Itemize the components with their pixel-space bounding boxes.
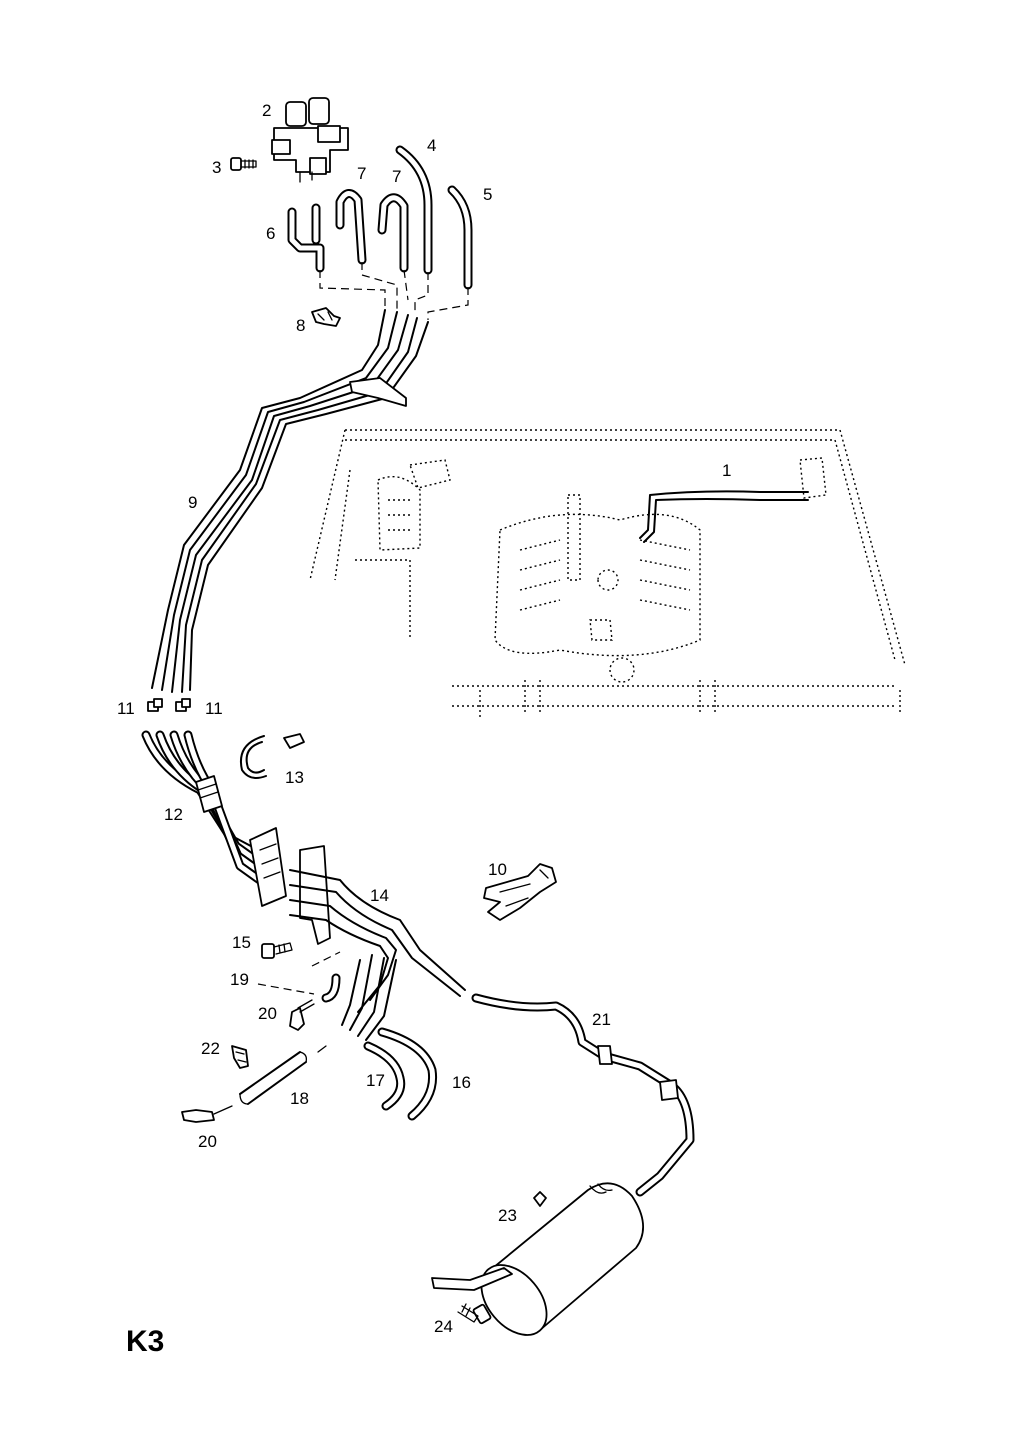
carbon-canister-part-23 xyxy=(431,1182,644,1336)
callout-16: 16 xyxy=(452,1073,471,1092)
fitting-part-20-lower xyxy=(181,1105,233,1123)
clip-part-8 xyxy=(311,307,341,327)
screw-part-3 xyxy=(230,157,257,171)
callout-11-right: 11 xyxy=(205,699,223,718)
callout-18: 18 xyxy=(290,1089,309,1108)
callout-7-right: 7 xyxy=(392,167,402,186)
callout-1: 1 xyxy=(722,461,732,480)
callout-24: 24 xyxy=(434,1317,453,1336)
callout-13: 13 xyxy=(285,768,304,787)
hose-harness-part-12 xyxy=(141,730,287,907)
callout-8: 8 xyxy=(296,316,306,335)
callout-12: 12 xyxy=(164,805,183,824)
elbow-part-19 xyxy=(257,951,341,1003)
bracket-clip-part-10 xyxy=(483,863,557,921)
callout-9: 9 xyxy=(188,493,198,512)
hose-harness-part-9 xyxy=(151,309,429,693)
callout-3: 3 xyxy=(212,158,222,177)
hose-part-1 xyxy=(639,490,809,539)
callout-20-upper: 20 xyxy=(258,1004,277,1023)
bolt-part-24 xyxy=(457,1303,492,1325)
callout-5: 5 xyxy=(483,185,493,204)
connector-part-11-left xyxy=(147,698,163,712)
hose-part-18 xyxy=(239,1045,327,1105)
connector-part-11-right xyxy=(175,698,191,712)
clip-part-22 xyxy=(231,1045,249,1069)
callout-17: 17 xyxy=(366,1071,385,1090)
t-connector-part-6 xyxy=(287,203,325,273)
hose-part-21 xyxy=(471,993,695,1197)
sheet-code: K3 xyxy=(126,1325,165,1358)
bolt-part-15 xyxy=(261,942,293,959)
callout-15: 15 xyxy=(232,933,251,952)
solenoid-valve-assembly xyxy=(271,97,349,183)
callout-4: 4 xyxy=(427,136,437,155)
callout-2: 2 xyxy=(262,101,272,120)
callout-6: 6 xyxy=(266,224,276,243)
callout-21: 21 xyxy=(592,1010,611,1029)
callout-22: 22 xyxy=(201,1039,220,1058)
callout-10: 10 xyxy=(488,860,507,879)
callout-19: 19 xyxy=(230,970,249,989)
callout-23: 23 xyxy=(498,1206,517,1225)
callout-11-left: 11 xyxy=(117,699,135,718)
callout-14: 14 xyxy=(370,886,389,905)
callout-20-lower: 20 xyxy=(198,1132,217,1151)
fitting-part-20-upper xyxy=(289,999,315,1031)
engine-bay-illustration xyxy=(309,429,906,720)
hose-clip-part-13 xyxy=(240,733,305,779)
callout-7-left: 7 xyxy=(357,164,367,183)
hose-harness-part-14 xyxy=(289,845,466,1041)
